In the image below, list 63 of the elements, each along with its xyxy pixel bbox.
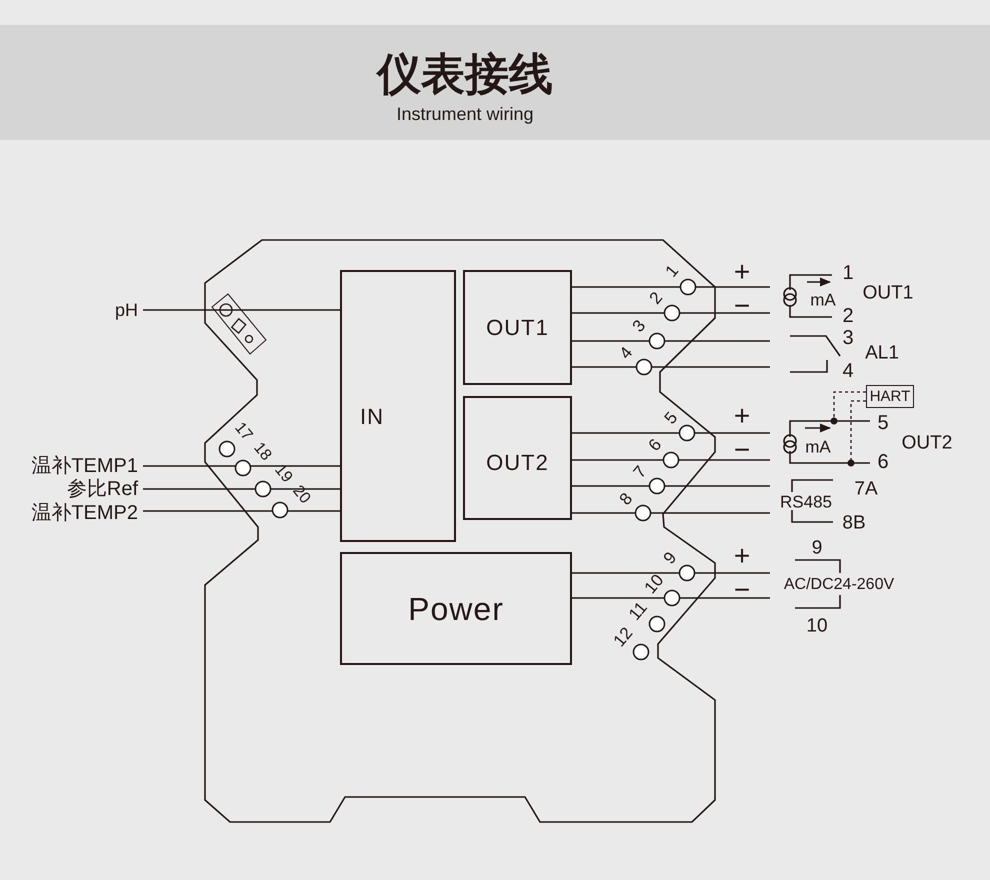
polarity-sign: − [734, 576, 750, 604]
polarity-sign: − [734, 436, 750, 464]
terminal-number: 2 [842, 306, 854, 326]
wire [572, 432, 770, 434]
wire [572, 312, 770, 314]
terminal-number: 6 [877, 452, 889, 472]
polarity-sign: + [734, 542, 750, 570]
terminal-number: 3 [629, 316, 649, 336]
terminal-number: 5 [661, 408, 681, 428]
power-section: Power [340, 552, 572, 665]
terminal-number: 8B [842, 514, 866, 532]
terminal-number: 11 [626, 598, 650, 624]
wire [572, 485, 770, 487]
dotted-line [848, 400, 866, 466]
terminal-number: 19 [271, 462, 295, 486]
wire [572, 366, 770, 368]
terminal-number: 9 [660, 548, 680, 568]
protocol-box: HART [866, 385, 914, 408]
terminal-number: 10 [641, 571, 667, 597]
wire [572, 459, 770, 461]
terminal-number: 10 [806, 616, 828, 636]
interface-label: RS485 [780, 494, 832, 510]
wire [143, 309, 340, 311]
wire [572, 340, 770, 342]
terminal-number: 7A [854, 480, 878, 498]
unit-label: mA [805, 438, 831, 456]
title: 仪表接线 [377, 53, 553, 97]
polarity-sign: + [734, 402, 750, 430]
terminal-number: 6 [645, 436, 665, 454]
wire [143, 465, 340, 467]
terminal-number: 12 [610, 624, 636, 650]
wire [572, 597, 770, 599]
dotted-line [830, 391, 866, 424]
signal-label: 温补TEMP1 [18, 454, 138, 478]
terminal-number: 1 [662, 262, 682, 280]
wire [572, 572, 770, 574]
input-section: IN [340, 270, 456, 542]
alarm-label: AL1 [865, 344, 899, 362]
terminal-number: 4 [616, 344, 636, 362]
terminal-number: 7 [630, 462, 650, 482]
signal-label: 参比Ref [38, 478, 138, 500]
wire [572, 286, 770, 288]
output-label: OUT2 [902, 434, 952, 452]
output-section: OUT1 [463, 270, 572, 385]
wire [143, 510, 340, 512]
subtitle: Instrument wiring [396, 105, 534, 123]
output-section: OUT2 [463, 396, 572, 520]
terminal-number: 8 [616, 490, 636, 508]
terminal-number: 5 [877, 413, 889, 433]
terminal-number: 4 [842, 361, 854, 381]
terminal-number: 2 [646, 288, 666, 308]
terminal-number: 20 [289, 483, 313, 507]
wire [572, 512, 770, 514]
output-label: OUT1 [862, 284, 914, 302]
signal-label: 温补TEMP2 [18, 501, 138, 525]
unit-label: mA [810, 292, 836, 308]
terminal-number: 3 [842, 328, 854, 348]
signal-label: pH [98, 298, 138, 322]
terminal-number: 1 [842, 263, 854, 283]
terminal-number: 9 [812, 538, 822, 558]
wire [143, 488, 340, 490]
polarity-sign: − [734, 292, 750, 320]
polarity-sign: + [734, 258, 750, 286]
